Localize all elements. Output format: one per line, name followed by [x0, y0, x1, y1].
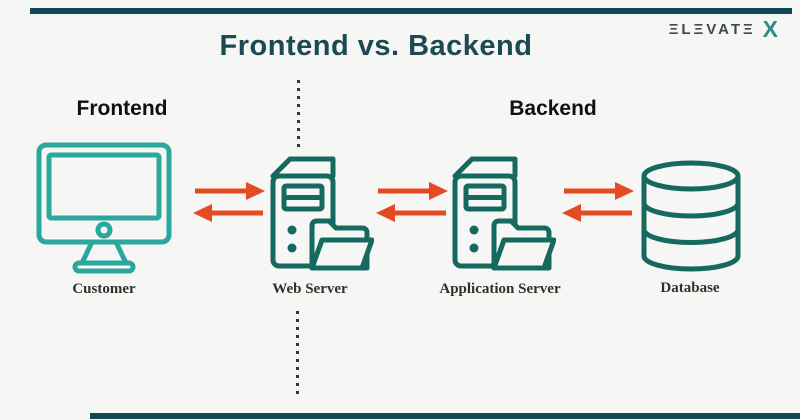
customer-caption: Customer: [72, 281, 136, 297]
database-caption: Database: [660, 280, 720, 296]
divider-dotted-bottom: [296, 311, 299, 397]
arrow-left-icon: [562, 204, 581, 222]
brand-wordmark: ΞLΞVATΞ: [668, 21, 756, 38]
server-folder-icon: [270, 156, 374, 271]
database-node: Database: [620, 160, 760, 297]
server-dot: [287, 225, 297, 235]
server-dot: [287, 243, 297, 253]
application-server-node: Application Server: [412, 156, 588, 298]
top-accent-bar: [30, 8, 792, 14]
web-server-caption: Web Server: [272, 281, 348, 297]
page-title: Frontend vs. Backend: [219, 30, 533, 62]
monitor-icon: [36, 142, 172, 274]
brand-logo: ΞLΞVATΞ X: [669, 18, 778, 41]
application-server-caption: Application Server: [439, 281, 561, 297]
server-dot: [469, 225, 479, 235]
arrows-customer-webserver: [193, 182, 265, 222]
arrow-left-icon: [193, 204, 212, 222]
folder-icon: [309, 218, 374, 271]
divider-dotted-top: [297, 80, 300, 150]
arrow-right-icon: [246, 182, 265, 200]
arrows-appserver-database: [562, 182, 634, 222]
arrow-left-icon: [376, 204, 395, 222]
arrows-webserver-appserver: [376, 182, 448, 222]
frontend-section-label: Frontend: [76, 97, 168, 120]
server-folder-icon: [452, 156, 556, 271]
backend-section-label: Backend: [509, 97, 597, 120]
arrow-right-icon: [615, 182, 634, 200]
bottom-accent-bar: [90, 413, 800, 419]
brand-x-icon: X: [762, 16, 778, 42]
web-server-node: Web Server: [240, 156, 380, 298]
customer-node: Customer: [34, 142, 174, 298]
arrow-right-icon: [429, 182, 448, 200]
folder-icon: [491, 218, 556, 271]
server-dot: [469, 243, 479, 253]
database-icon: [641, 160, 741, 272]
